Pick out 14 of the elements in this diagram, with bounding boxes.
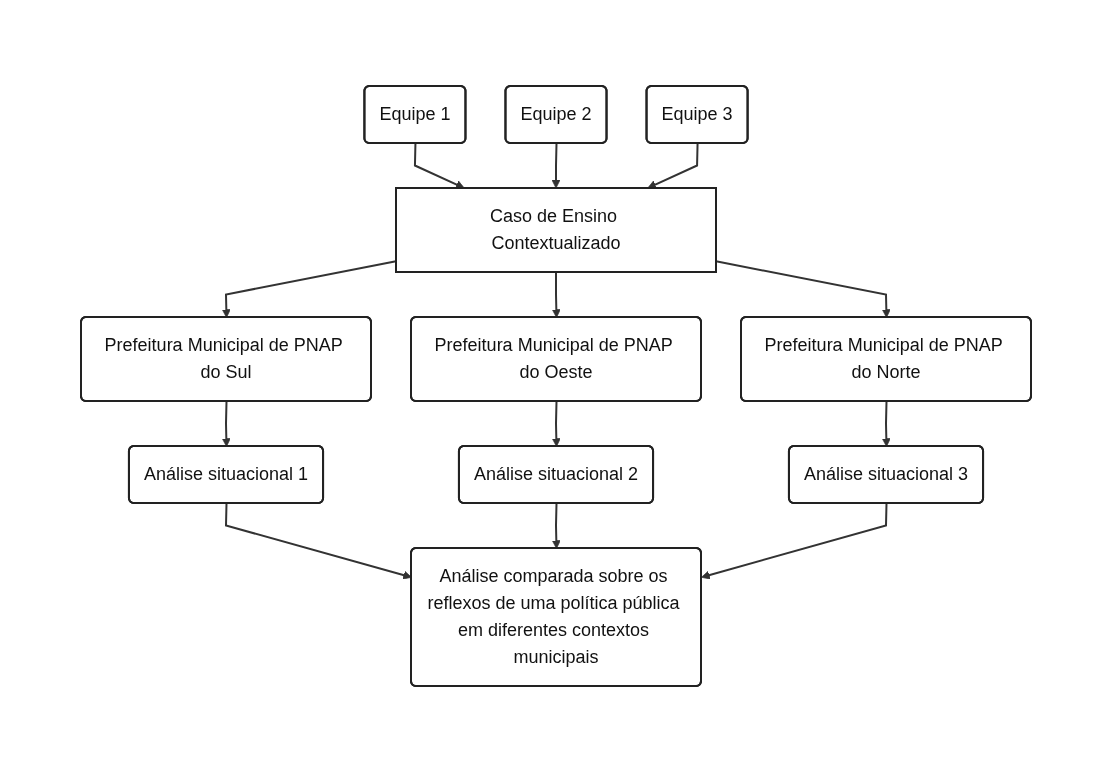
node-text: Prefeitura Municipal de PNAP do Oeste	[434, 335, 672, 382]
arrow	[881, 400, 891, 447]
arrow	[551, 142, 560, 189]
node-text: Análise comparada sobre os reflexos de uma política pública em diferentes contextos municipais	[426, 566, 680, 667]
arrow	[551, 271, 561, 318]
arrow	[221, 400, 231, 447]
arrow	[700, 502, 887, 580]
arrow	[551, 502, 561, 549]
node-text: Prefeitura Municipal de PNAP do Norte	[764, 335, 1002, 382]
arrow	[646, 142, 699, 189]
arrow	[551, 400, 561, 447]
node-text: Prefeitura Municipal de PNAP do Sul	[104, 335, 342, 382]
node-box: Caso de Ensino Contextualizado	[394, 187, 717, 273]
arrow	[413, 142, 465, 189]
